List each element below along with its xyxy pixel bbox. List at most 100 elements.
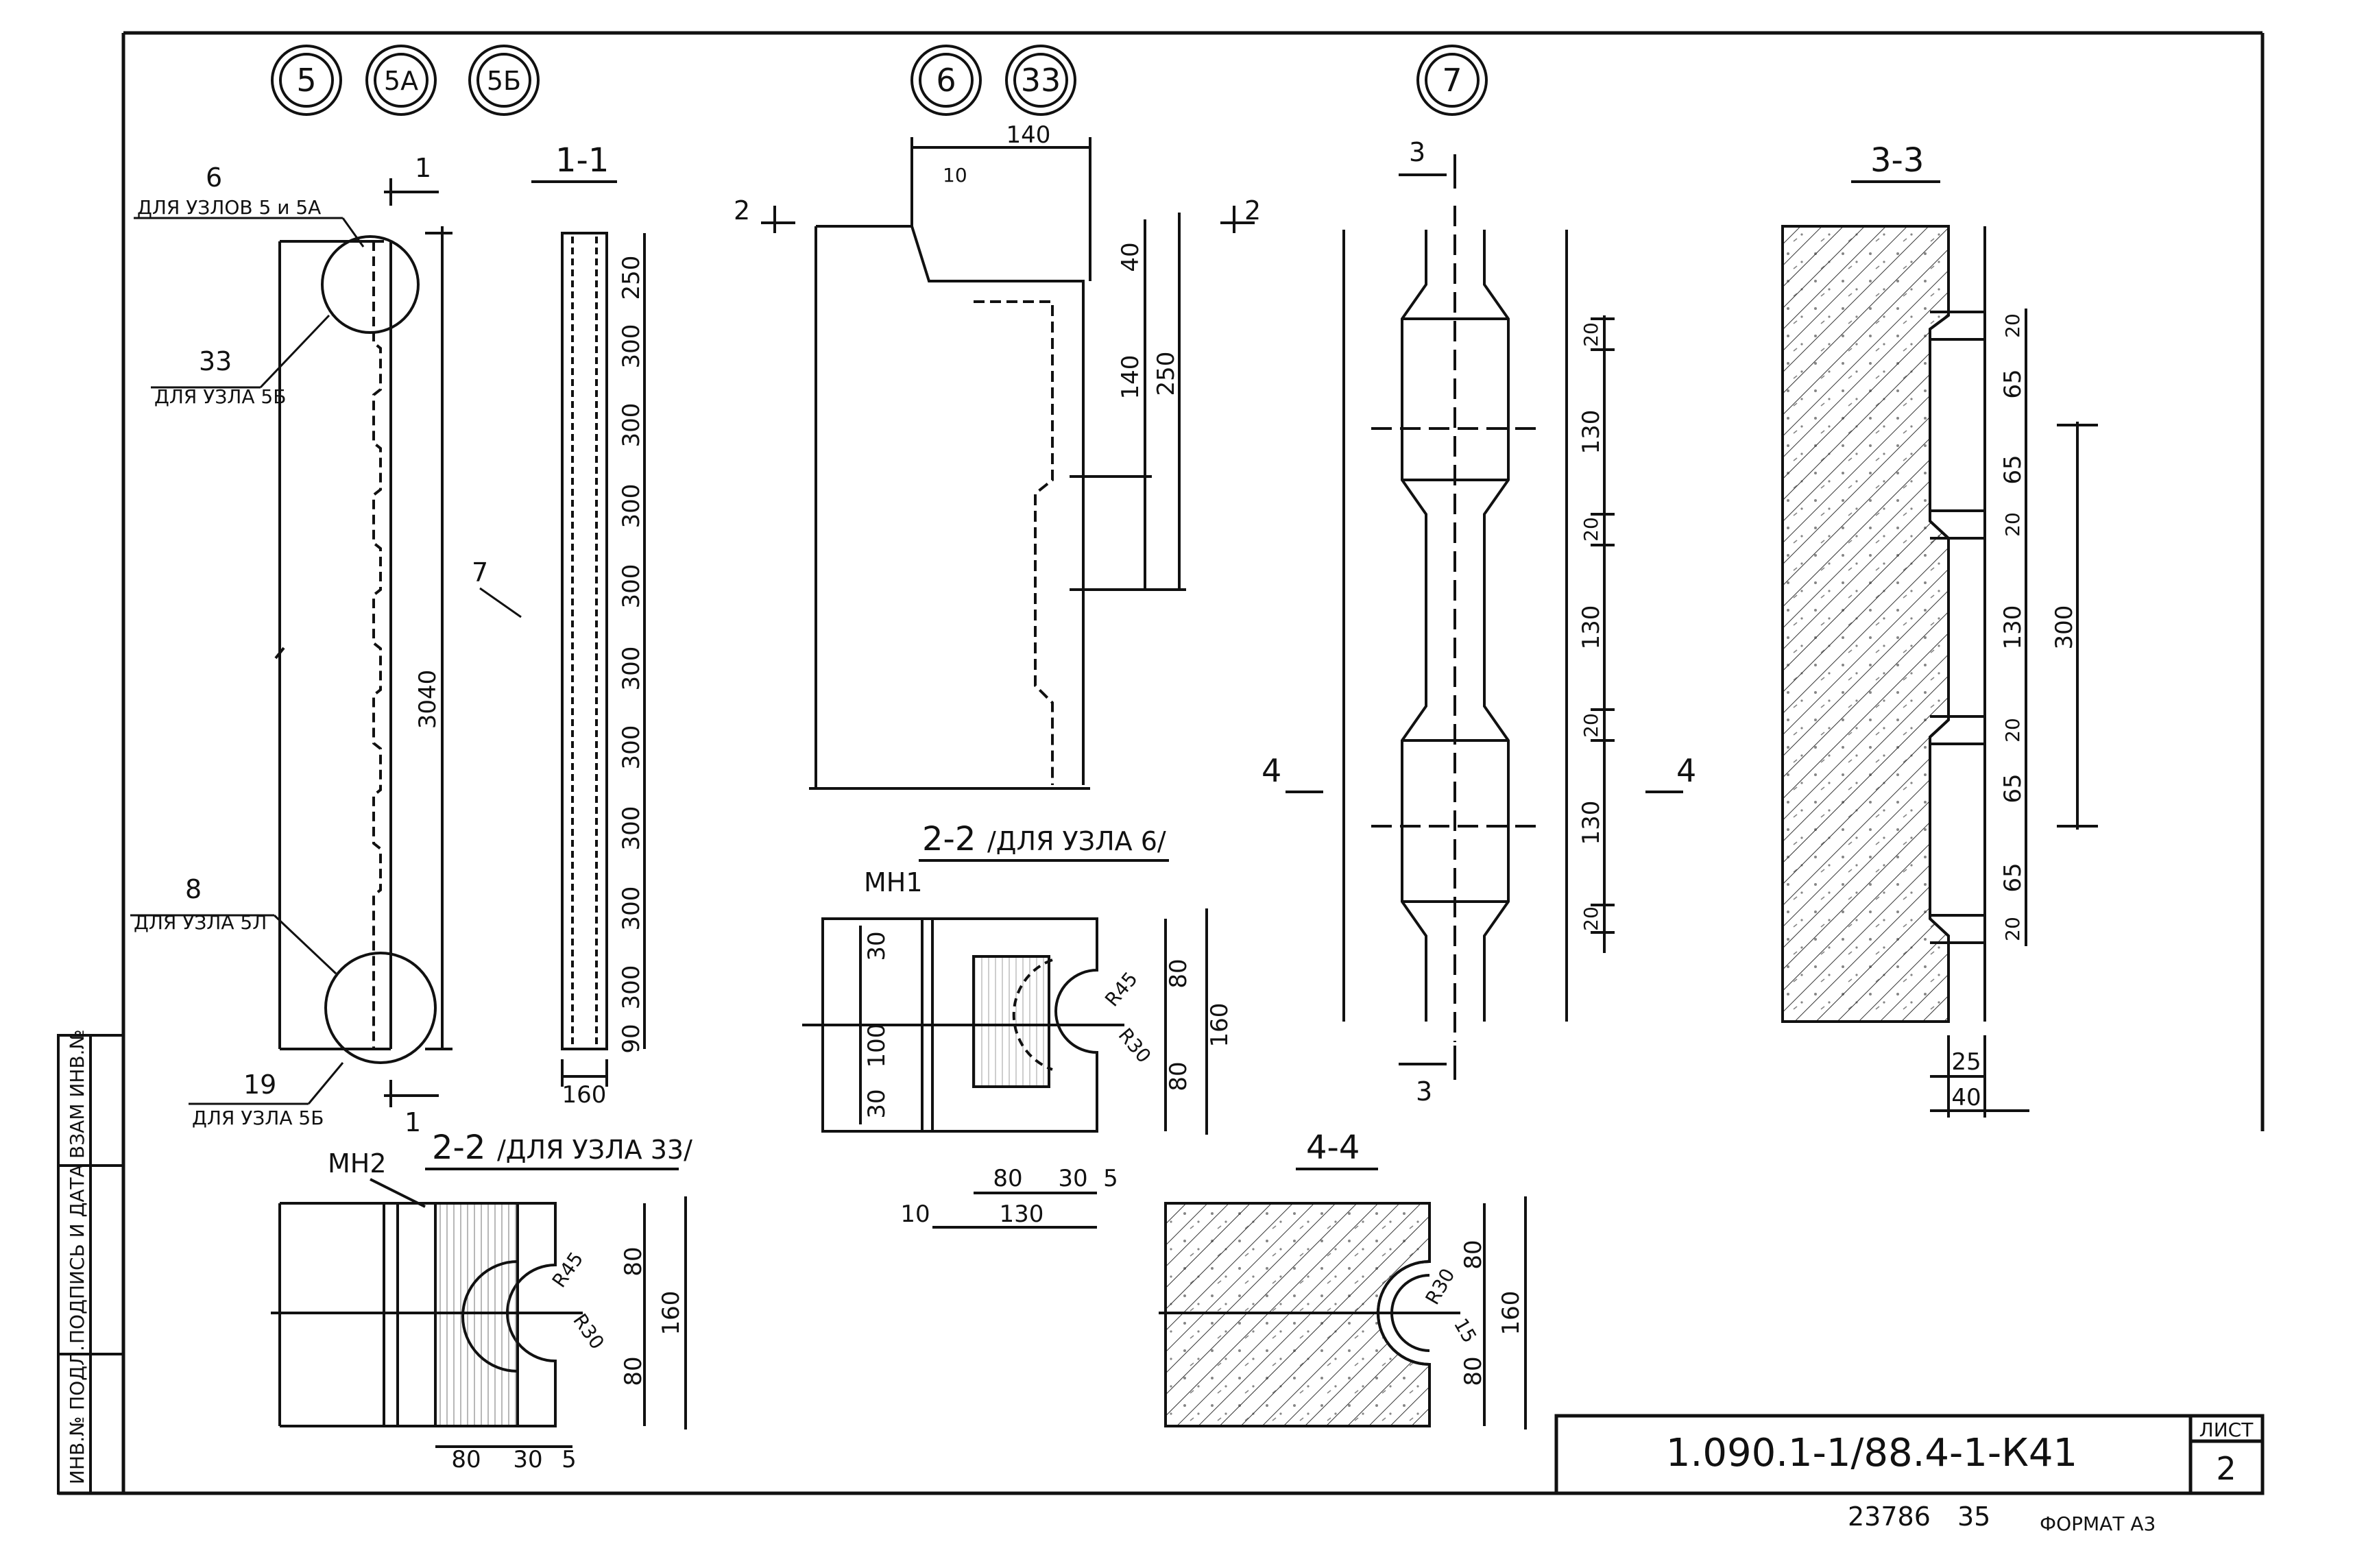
s22-n6-title: 2-2: [922, 820, 976, 858]
s33-dim-1: 65: [1999, 369, 2027, 398]
s33-dim-25: 25: [1951, 1048, 1981, 1076]
callout-6-num: 6: [206, 162, 222, 193]
s22-n6-dim-30-bottom: 30: [863, 1089, 891, 1118]
s33-dim-7: 65: [1999, 863, 2027, 892]
wall-elevation: [274, 178, 453, 1107]
s22-n6-bottom-30: 30: [1058, 1165, 1087, 1192]
stamp-original-inv: ИНВ.№ ПОДЛ.: [66, 1345, 88, 1484]
s22-n6-dim-80-top: 80: [1165, 958, 1192, 988]
s22-n6-r30: R30: [1114, 1024, 1156, 1067]
dim-total-height: 3040: [414, 670, 442, 729]
s22-n6-bottom-130: 130: [1000, 1201, 1044, 1228]
s33-dim-40: 40: [1951, 1084, 1981, 1111]
detail-dim-250: 250: [1153, 352, 1180, 396]
s11-dim-4: 300: [618, 564, 645, 609]
s33-dim-5: 20: [2001, 718, 2024, 743]
s22-n33-dim-80-top: 80: [620, 1246, 647, 1276]
s11-dim-0: 250: [618, 256, 645, 300]
d7-dim-6: 20: [1580, 906, 1602, 931]
d7-dim-0: 20: [1580, 322, 1602, 347]
section-marker-bottom: 1: [405, 1107, 421, 1137]
s33-dim-300: 300: [2051, 605, 2078, 650]
callout-33-text: ДЛЯ УЗЛА 5Б: [154, 385, 286, 408]
section-marker-top: 1: [415, 153, 431, 183]
d7-dim-3: 130: [1578, 605, 1605, 650]
drawing-code: 1.090.1-1/88.4-1-К41: [1666, 1431, 2077, 1475]
title-block: [1554, 1414, 2265, 1495]
s11-dim-1: 300: [618, 324, 645, 369]
footer-format: ФОРМАТ А3: [2040, 1512, 2156, 1535]
s22-n6-mesh: МН1: [864, 867, 923, 897]
s22-n33-bottom-30: 30: [513, 1446, 542, 1473]
s33-dim-2: 65: [1999, 455, 2027, 484]
s22-n33-dim-80-bottom: 80: [620, 1356, 647, 1386]
s11-dim-9: 300: [618, 965, 645, 1010]
s44-dim-160: 160: [1497, 1291, 1525, 1336]
callout-33-num: 33: [199, 346, 232, 376]
node-7: 7: [1442, 62, 1462, 99]
s44-title: 4-4: [1306, 1129, 1360, 1167]
s22-n6-r45: R45: [1100, 967, 1142, 1011]
node-5a: 5А: [384, 66, 418, 96]
s22-n6-dim-80-bottom: 80: [1165, 1061, 1192, 1091]
s22-n6-bottom-80: 80: [993, 1165, 1022, 1192]
s22-n33-bottom-5: 5: [562, 1446, 577, 1473]
s33-title: 3-3: [1870, 141, 1924, 180]
s22-n33-drawing: [271, 1178, 687, 1448]
d7-section-4-left: 4: [1262, 752, 1281, 789]
s22-n6-dim-30-top: 30: [863, 931, 891, 961]
s33-dim-8: 20: [2001, 917, 2024, 941]
s22-n33-mesh: МН2: [328, 1148, 387, 1179]
sheet-label: ЛИСТ: [2199, 1419, 2254, 1441]
s22-n6-subtitle: /ДЛЯ УЗЛА 6/: [987, 826, 1166, 856]
s22-n33-title: 2-2: [432, 1129, 485, 1167]
s11-dim-7: 300: [618, 806, 645, 851]
s22-n6-drawing: [802, 908, 1208, 1229]
s22-n33-subtitle: /ДЛЯ УЗЛА 33/: [497, 1135, 692, 1165]
s11-dim-5: 300: [618, 647, 645, 691]
s33-dim-3: 20: [2001, 512, 2024, 537]
s22-n33-dim-160: 160: [657, 1291, 685, 1336]
d7-section-3-bottom: 3: [1416, 1076, 1432, 1107]
node-5: 5: [296, 62, 316, 99]
d7-section-3-top: 3: [1409, 137, 1425, 167]
callout-19-text: ДЛЯ УЗЛА 5Б: [192, 1107, 324, 1129]
detail-dim-10: 10: [943, 164, 967, 186]
d7-dim-2: 20: [1580, 517, 1602, 542]
side-stamp: [57, 1034, 125, 1495]
d7-section-4-right: 4: [1676, 752, 1696, 789]
detail-section-2-left: 2: [734, 195, 750, 226]
d7-dim-4: 20: [1580, 713, 1602, 738]
s44-drawing: [1159, 1196, 1527, 1430]
s44-r15: 15: [1449, 1314, 1481, 1347]
s22-n6-dim-160: 160: [1206, 1003, 1233, 1048]
s33-drawing: [1781, 225, 2098, 1118]
detail-section-2-right: 2: [1244, 195, 1261, 226]
node-circles-a: [271, 45, 1488, 116]
sheet-number: 2: [2216, 1450, 2236, 1487]
s22-n33-r30: R30: [568, 1310, 609, 1353]
section-1-1-dims: 250 300 300 300 300 300 300 300 300 300 …: [562, 256, 645, 1109]
s22-n6-bottom-10: 10: [900, 1201, 930, 1228]
detail-dim-40: 40: [1117, 242, 1144, 272]
s11-dim-8: 300: [618, 886, 645, 931]
s11-dim-2: 300: [618, 403, 645, 448]
s22-n33-r45: R45: [548, 1248, 588, 1292]
detail-6-33-drawing: [761, 137, 1255, 790]
section-1-1-title: 1-1: [555, 141, 609, 180]
section-1-1-drawing: [561, 232, 646, 1087]
detail-dim-140-v: 140: [1117, 355, 1144, 400]
callout-7-num: 7: [472, 557, 488, 588]
s33-dim-0: 20: [2001, 313, 2024, 338]
s44-dim-80-top: 80: [1460, 1240, 1487, 1269]
callout-6-text: ДЛЯ УЗЛОВ 5 и 5А: [137, 196, 321, 219]
d7-dim-1: 130: [1578, 410, 1605, 455]
s33-dim-6: 65: [1999, 773, 2027, 803]
s22-n33-bottom-80: 80: [451, 1446, 481, 1473]
s22-n6-bottom-5: 5: [1103, 1165, 1118, 1192]
s11-dim-3: 300: [618, 484, 645, 529]
stamp-signature-date: ПОДПИСЬ И ДАТА: [66, 1164, 88, 1344]
d7-dim-5: 130: [1578, 801, 1605, 845]
callout-8-num: 8: [185, 874, 202, 904]
